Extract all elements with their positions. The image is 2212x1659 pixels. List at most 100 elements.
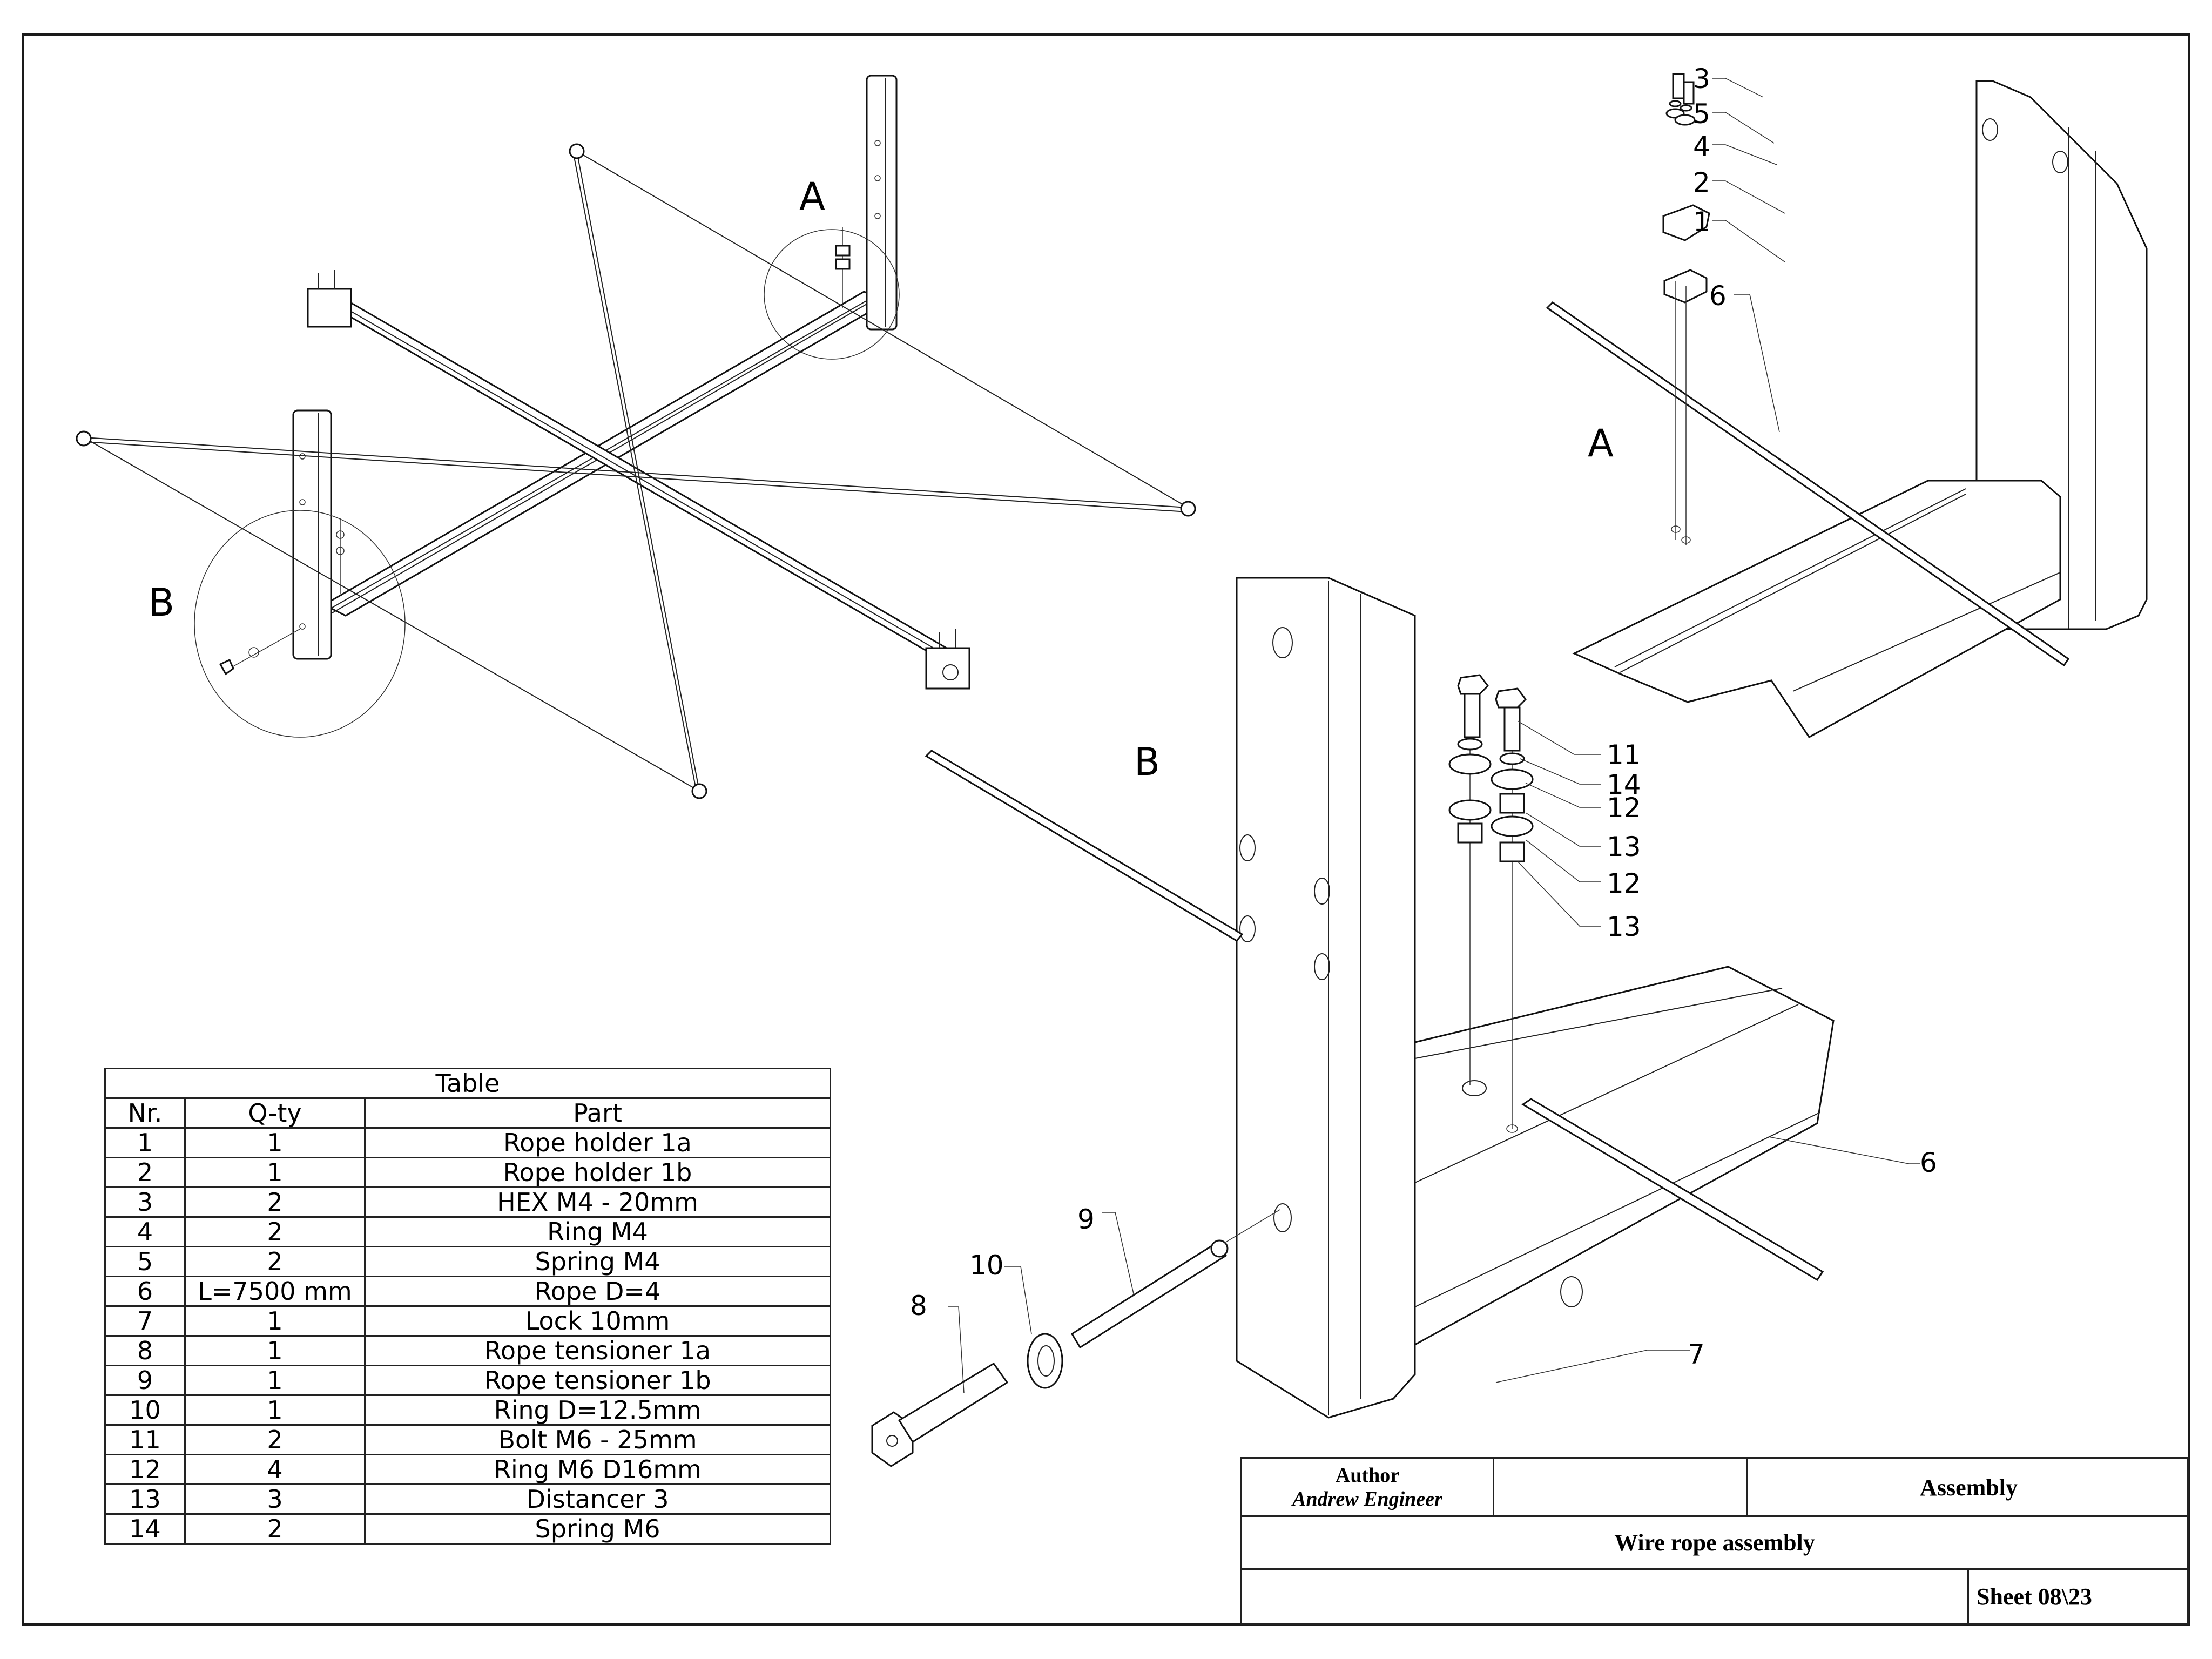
cell-part: Spring M4 xyxy=(363,1246,832,1277)
cell-nr: 14 xyxy=(104,1513,186,1545)
cell-qty: 2 xyxy=(184,1246,366,1277)
cell-qty: L=7500 mm xyxy=(184,1276,366,1307)
sheet-number-cell: Sheet 08\23 xyxy=(1969,1570,2190,1623)
callout-14: 14 xyxy=(1607,769,1641,800)
callout-4: 4 xyxy=(1693,131,1710,162)
detail-b-view: 11 14 12 13 12 13 6 7 8 9 10 B xyxy=(871,577,1937,1467)
cell-qty: 2 xyxy=(184,1424,366,1455)
callout-13-lower: 13 xyxy=(1607,911,1641,942)
callout-8: 8 xyxy=(910,1290,927,1321)
cell-part: Bolt M6 - 25mm xyxy=(363,1424,832,1455)
cell-nr: 2 xyxy=(104,1157,186,1188)
callout-10: 10 xyxy=(969,1250,1004,1281)
cell-part: Rope tensioner 1a xyxy=(363,1335,832,1366)
cell-qty: 1 xyxy=(184,1335,366,1366)
doc-type: Assembly xyxy=(1920,1474,2018,1501)
parts-table-title: Table xyxy=(104,1068,832,1099)
cell-nr: 9 xyxy=(104,1365,186,1396)
author-name: Andrew Engineer xyxy=(1292,1488,1442,1510)
callout-5: 5 xyxy=(1693,98,1710,130)
cell-part: Distancer 3 xyxy=(363,1483,832,1515)
cell-nr: 11 xyxy=(104,1424,186,1455)
author-cell: Author Andrew Engineer xyxy=(1242,1459,1494,1515)
drawing-title: Wire rope assembly xyxy=(1614,1529,1815,1556)
cell-part: Lock 10mm xyxy=(363,1305,832,1337)
cell-nr: 10 xyxy=(104,1394,186,1426)
cell-nr: 13 xyxy=(104,1483,186,1515)
header-nr: Nr. xyxy=(104,1097,186,1129)
callout-12-lower: 12 xyxy=(1607,868,1641,899)
callout-2: 2 xyxy=(1693,167,1710,198)
overview-fastener-a xyxy=(835,227,851,308)
cell-qty: 1 xyxy=(184,1394,366,1426)
cell-qty: 1 xyxy=(184,1365,366,1396)
cell-nr: 3 xyxy=(104,1186,186,1218)
cell-qty: 2 xyxy=(184,1186,366,1218)
title-block-row-1: Author Andrew Engineer Assembly xyxy=(1242,1459,2187,1517)
parts-table-header-row: Nr. Q-ty Part xyxy=(104,1097,832,1129)
callout-11: 11 xyxy=(1607,739,1641,771)
cell-part: Ring M4 xyxy=(363,1216,832,1247)
callout-1: 1 xyxy=(1693,206,1710,238)
cell-nr: 7 xyxy=(104,1305,186,1337)
title-block: Author Andrew Engineer Assembly Wire rop… xyxy=(1240,1457,2189,1625)
cell-nr: 5 xyxy=(104,1246,186,1277)
wire-rope xyxy=(76,143,1196,799)
parts-table-title-row: Table xyxy=(104,1068,832,1099)
cell-part: Ring D=12.5mm xyxy=(363,1394,832,1426)
sheet-border xyxy=(22,33,2190,1626)
cell-part: Rope tensioner 1b xyxy=(363,1365,832,1396)
sheet-number: Sheet 08\23 xyxy=(1977,1583,2092,1610)
title-block-row-3: Sheet 08\23 xyxy=(1242,1570,2187,1623)
cell-qty: 4 xyxy=(184,1454,366,1485)
detail-b-circle xyxy=(194,510,406,738)
title-block-row-2: Wire rope assembly xyxy=(1242,1517,2187,1570)
upright-post-a xyxy=(866,75,898,331)
blank-cell xyxy=(1494,1459,1748,1515)
rope-holder-right xyxy=(925,629,970,690)
cell-part: Ring M6 D16mm xyxy=(363,1454,832,1485)
author-label: Author xyxy=(1335,1464,1400,1487)
callout-9: 9 xyxy=(1077,1204,1095,1235)
cell-nr: 12 xyxy=(104,1454,186,1485)
callout-13-upper: 13 xyxy=(1607,831,1641,862)
overview-label-a: A xyxy=(799,174,825,219)
callout-12-upper: 12 xyxy=(1607,792,1641,824)
cell-qty: 2 xyxy=(184,1513,366,1545)
cell-qty: 3 xyxy=(184,1483,366,1515)
cell-qty: 1 xyxy=(184,1127,366,1158)
header-part: Part xyxy=(363,1097,832,1129)
rope-holder-left xyxy=(307,270,352,328)
cell-nr: 4 xyxy=(104,1216,186,1247)
overview-fastener-b xyxy=(219,518,345,676)
doc-type-cell: Assembly xyxy=(1748,1459,2189,1515)
cell-qty: 1 xyxy=(184,1157,366,1188)
upright-post-b xyxy=(292,409,332,660)
cell-nr: 6 xyxy=(104,1276,186,1307)
cell-part: HEX M4 - 20mm xyxy=(363,1186,832,1218)
overview-label-b: B xyxy=(149,581,174,625)
callout-6-a: 6 xyxy=(1709,280,1727,312)
detail-a-label: A xyxy=(1588,421,1614,466)
cell-part: Spring M6 xyxy=(363,1513,832,1545)
detail-a-circle xyxy=(764,229,900,360)
cell-qty: 1 xyxy=(184,1305,366,1337)
cell-nr: 8 xyxy=(104,1335,186,1366)
cell-qty: 2 xyxy=(184,1216,366,1247)
detail-a-view: 3 5 4 2 1 6 A xyxy=(1546,63,2148,738)
blank-cell-2 xyxy=(1242,1570,1969,1623)
